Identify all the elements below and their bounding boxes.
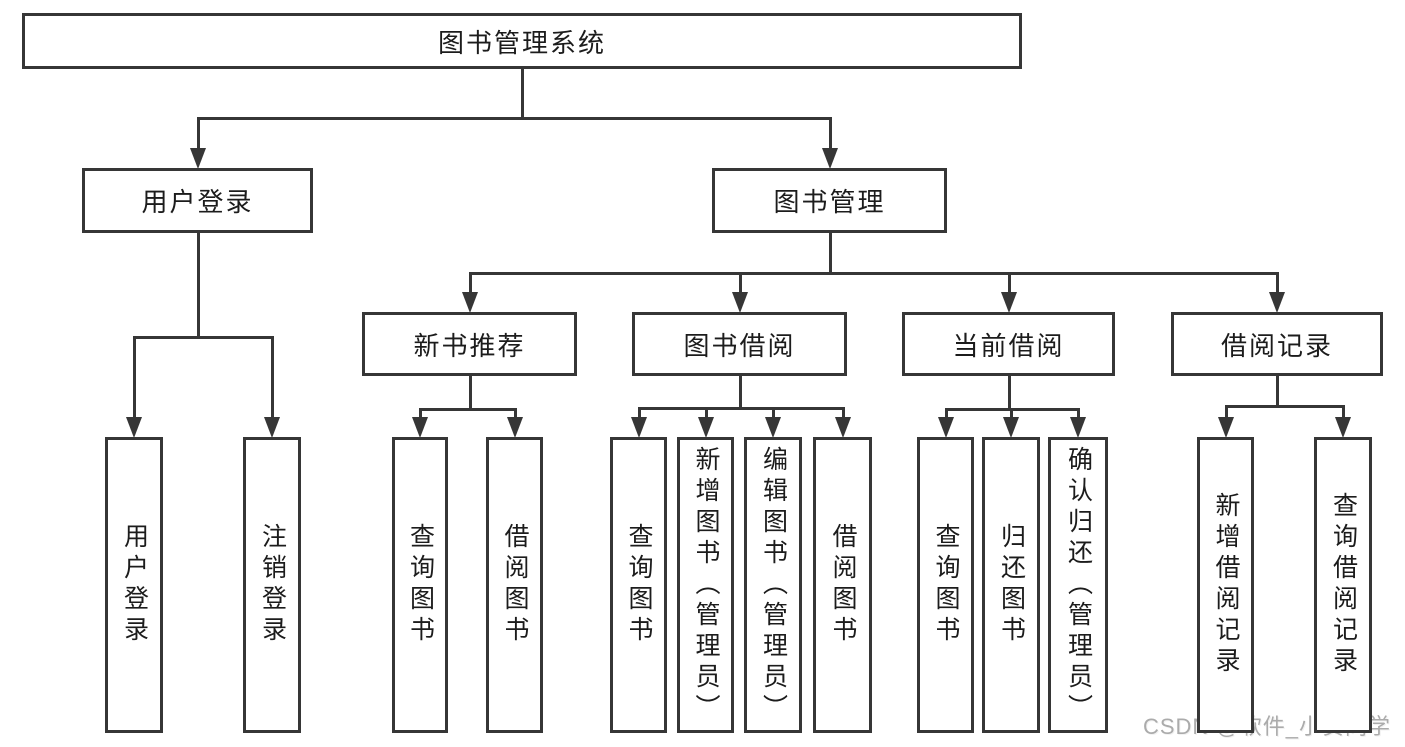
arrowhead-user bbox=[190, 148, 206, 169]
arrowhead-new-borrow bbox=[507, 417, 523, 438]
edge-drop-book bbox=[829, 117, 832, 148]
node-cur-query: 查询图书 bbox=[917, 437, 974, 733]
node-label-bor-add: 新增图书（管理员） bbox=[692, 445, 720, 725]
arrowhead-record bbox=[1269, 292, 1285, 313]
node-cur-confirm: 确认归还（管理员） bbox=[1048, 437, 1108, 733]
edge-stem-record bbox=[1276, 374, 1279, 408]
arrowhead-cur-query bbox=[938, 417, 954, 438]
arrowhead-cur-return bbox=[1003, 417, 1019, 438]
edge-bar-record bbox=[1225, 405, 1345, 408]
arrowhead-current bbox=[1001, 292, 1017, 313]
node-label-user: 用户登录 bbox=[141, 187, 254, 217]
node-user: 用户登录 bbox=[82, 168, 313, 233]
arrowhead-user-logout bbox=[264, 417, 280, 438]
node-new: 新书推荐 bbox=[362, 312, 577, 376]
arrowhead-bor-edit bbox=[765, 417, 781, 438]
edge-drop-bor-edit bbox=[772, 407, 775, 417]
node-user-logout: 注销登录 bbox=[243, 437, 301, 733]
edge-bar-user bbox=[133, 336, 274, 339]
node-label-bor-query: 查询图书 bbox=[625, 523, 653, 647]
arrowhead-bor-add bbox=[698, 417, 714, 438]
node-label-borrow: 图书借阅 bbox=[683, 330, 796, 361]
edge-drop-new-borrow bbox=[514, 408, 517, 417]
edge-stem-user bbox=[197, 231, 200, 339]
edge-drop-cur-confirm bbox=[1077, 408, 1080, 417]
edge-stem-borrow bbox=[739, 374, 742, 410]
arrowhead-new bbox=[462, 292, 478, 313]
node-label-new-query: 查询图书 bbox=[406, 523, 435, 647]
edge-drop-new-query bbox=[419, 408, 422, 417]
edge-stem-current bbox=[1008, 374, 1011, 411]
node-label-cur-return: 归还图书 bbox=[997, 523, 1026, 647]
edge-bar-book bbox=[469, 272, 1279, 275]
edge-drop-rec-add bbox=[1225, 405, 1228, 417]
node-bor-lend: 借阅图书 bbox=[813, 437, 872, 733]
edge-drop-cur-query bbox=[945, 408, 948, 417]
node-label-new-borrow: 借阅图书 bbox=[501, 523, 529, 647]
arrowhead-new-query bbox=[412, 417, 428, 438]
node-label-root: 图书管理系统 bbox=[437, 27, 606, 58]
node-root: 图书管理系统 bbox=[22, 13, 1022, 69]
edge-drop-bor-add bbox=[705, 407, 708, 417]
node-label-rec-add: 新增借阅记录 bbox=[1212, 492, 1240, 678]
arrowhead-rec-add bbox=[1218, 417, 1234, 438]
node-label-cur-confirm: 确认归还（管理员） bbox=[1064, 445, 1093, 725]
node-cur-return: 归还图书 bbox=[982, 437, 1040, 733]
node-rec-add: 新增借阅记录 bbox=[1197, 437, 1254, 733]
node-label-rec-query: 查询借阅记录 bbox=[1329, 492, 1358, 678]
edge-drop-bor-query bbox=[638, 407, 641, 417]
node-rec-query: 查询借阅记录 bbox=[1314, 437, 1372, 733]
arrowhead-bor-query bbox=[631, 417, 647, 438]
edge-drop-user-logout bbox=[271, 336, 274, 417]
arrowhead-cur-confirm bbox=[1070, 417, 1086, 438]
arrowhead-rec-query bbox=[1335, 417, 1351, 438]
edge-drop-cur-return bbox=[1010, 408, 1013, 417]
edge-drop-user-login bbox=[133, 336, 136, 417]
node-label-current: 当前借阅 bbox=[952, 330, 1065, 361]
edge-bar-root bbox=[197, 117, 832, 120]
node-label-record: 借阅记录 bbox=[1220, 330, 1333, 361]
node-borrow: 图书借阅 bbox=[632, 312, 847, 376]
node-book: 图书管理 bbox=[712, 168, 947, 233]
edge-stem-new bbox=[469, 374, 472, 411]
node-label-user-login: 用户登录 bbox=[120, 523, 149, 647]
node-bor-add: 新增图书（管理员） bbox=[677, 437, 734, 733]
arrowhead-user-login bbox=[126, 417, 142, 438]
arrowhead-bor-lend bbox=[835, 417, 851, 438]
node-label-book: 图书管理 bbox=[773, 187, 886, 217]
edge-stem-book bbox=[829, 231, 832, 275]
arrowhead-borrow bbox=[732, 292, 748, 313]
edge-drop-new bbox=[469, 272, 472, 292]
arrowhead-book bbox=[822, 148, 838, 169]
node-new-query: 查询图书 bbox=[392, 437, 448, 733]
edge-drop-borrow bbox=[739, 272, 742, 292]
node-label-bor-lend: 借阅图书 bbox=[829, 523, 857, 647]
edge-drop-bor-lend bbox=[842, 407, 845, 417]
edge-bar-new bbox=[419, 408, 517, 411]
edge-drop-rec-query bbox=[1342, 405, 1345, 417]
node-bor-query: 查询图书 bbox=[610, 437, 667, 733]
edge-stem-root bbox=[521, 67, 524, 120]
node-current: 当前借阅 bbox=[902, 312, 1115, 376]
node-user-login: 用户登录 bbox=[105, 437, 163, 733]
node-new-borrow: 借阅图书 bbox=[486, 437, 543, 733]
node-label-bor-edit: 编辑图书（管理员） bbox=[759, 445, 788, 725]
node-label-cur-query: 查询图书 bbox=[932, 523, 960, 647]
node-bor-edit: 编辑图书（管理员） bbox=[744, 437, 802, 733]
node-record: 借阅记录 bbox=[1171, 312, 1383, 376]
edge-drop-current bbox=[1008, 272, 1011, 292]
node-label-user-logout: 注销登录 bbox=[258, 523, 287, 647]
edge-drop-record bbox=[1276, 272, 1279, 292]
edge-bar-borrow bbox=[638, 407, 845, 410]
node-label-new: 新书推荐 bbox=[413, 330, 526, 361]
edge-drop-user bbox=[197, 117, 200, 148]
